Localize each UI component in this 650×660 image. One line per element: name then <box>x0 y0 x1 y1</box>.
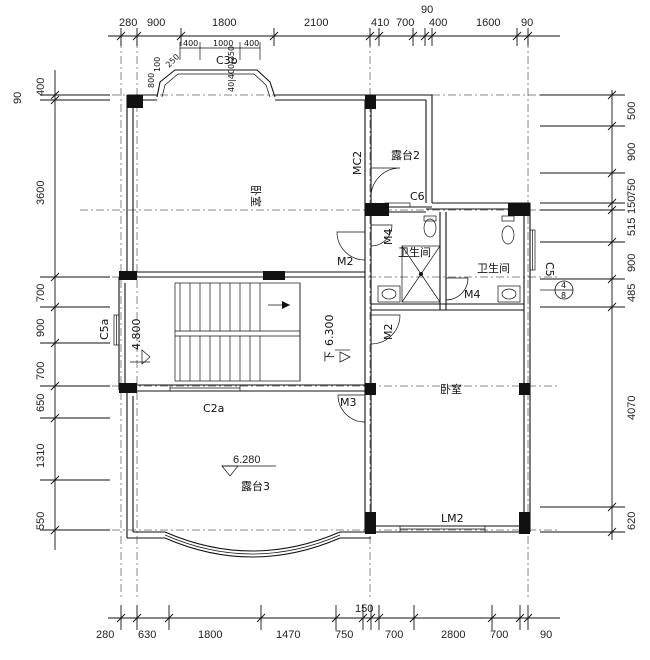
dim-bottom-1: 280 <box>96 629 114 641</box>
window-c6-label: C6 <box>410 190 425 203</box>
dim-right-5: 515 <box>626 218 638 236</box>
window-c5a-label: C5a <box>98 319 111 340</box>
dim-top-5: 410 <box>371 17 389 29</box>
dim-left-5: 900 <box>35 319 47 337</box>
axis-marker-bottom: 8 <box>561 291 566 300</box>
dim-top-6: 700 <box>396 17 414 29</box>
dim-left-9: 550 <box>35 512 47 530</box>
dim-left-2: 400 <box>35 78 47 96</box>
dim-bottom-3: 1800 <box>198 629 222 641</box>
columns <box>119 95 530 534</box>
balcony-3-label: 露台3 <box>241 479 270 493</box>
dim-bottom-extra: 150 <box>355 603 373 615</box>
dim-right-6: 900 <box>626 254 638 272</box>
dim-right-2: 900 <box>626 143 638 161</box>
windows <box>113 202 536 533</box>
door-m3-label: M3 <box>340 396 357 409</box>
dim-right-8: 4070 <box>626 396 638 420</box>
balcony-2-label: 露台2 <box>391 148 420 162</box>
dim-top-8: 1600 <box>476 17 500 29</box>
level-4800-label: 4.800 <box>130 319 143 351</box>
dim-top-1: 280 <box>119 17 137 29</box>
window-c5-label: C5 <box>543 262 556 277</box>
axis-marker-top: 4 <box>561 281 566 290</box>
dim-top-2: 900 <box>147 17 165 29</box>
dim-right-3: 750 <box>626 179 638 197</box>
stair-down-label: 下 <box>323 351 336 362</box>
bath-left-label: 卫生间 <box>398 245 431 259</box>
dim-right-4: 150 <box>626 196 638 214</box>
dim-bottom-7: 2800 <box>441 629 465 641</box>
dim-left-1: 90 <box>12 92 24 104</box>
bay-side-1: 800 <box>147 73 156 88</box>
dim-bottom-6: 700 <box>385 629 403 641</box>
dim-bottom-4: 1470 <box>276 629 300 641</box>
staircase <box>174 282 301 382</box>
labels: 卧室 露台2 MC2 C6 M4 卫生间 卫生间 M4 M2 M2 C5 C5a… <box>98 148 556 525</box>
window-lm2-label: LM2 <box>441 512 464 525</box>
bath-fixtures <box>377 215 521 303</box>
dim-left-3: 3600 <box>35 181 47 205</box>
axis-marker: 4 8 <box>540 280 574 300</box>
bay-dim-2: 1000 <box>213 39 233 48</box>
top-dimension-chain: 280 900 1800 2100 410 700 400 1600 90 90 <box>108 4 560 46</box>
dim-top-9: 90 <box>521 17 533 29</box>
level-6280-label: 6.280 <box>233 454 261 466</box>
dim-top-extra: 90 <box>421 4 433 16</box>
bay-dim-1: 400 <box>183 39 198 48</box>
door-mc2-label: MC2 <box>351 151 364 175</box>
bay-window-label: C3b <box>216 54 238 67</box>
dim-left-4: 700 <box>35 284 47 302</box>
right-dimension-chain: 500 900 750 150 515 900 485 4070 620 <box>540 90 638 540</box>
bath-right-label: 卫生间 <box>477 261 510 275</box>
dim-right-9: 620 <box>626 512 638 530</box>
dim-top-3: 1800 <box>212 17 236 29</box>
door-m2-top-label: M2 <box>337 255 354 268</box>
dim-bottom-8: 700 <box>490 629 508 641</box>
door-m2-mid-label: M2 <box>382 324 395 341</box>
dim-right-1: 500 <box>626 102 638 120</box>
bay-inner: 40|400|250 <box>227 46 236 92</box>
dim-left-8: 1310 <box>35 444 47 468</box>
bedroom-top-label: 卧室 <box>249 185 263 207</box>
doors <box>336 167 469 423</box>
bay-side-2: 100 <box>153 57 162 72</box>
bay-side-3: 250 <box>164 52 181 69</box>
left-dimension-chain: 90 400 3600 700 900 700 650 1310 550 <box>12 70 110 550</box>
dim-top-4: 2100 <box>304 17 328 29</box>
level-6300-label: 6.300 <box>323 315 336 347</box>
door-m4-left-label: M4 <box>382 229 395 246</box>
dim-right-7: 485 <box>626 284 638 302</box>
dim-bottom-5: 750 <box>335 629 353 641</box>
door-m4-right-label: M4 <box>464 288 481 301</box>
dim-left-7: 650 <box>35 394 47 412</box>
bay-dim-3: 400 <box>244 39 259 48</box>
level-symbols <box>130 349 351 477</box>
dim-bottom-9: 90 <box>540 629 552 641</box>
dim-bottom-2: 630 <box>138 629 156 641</box>
grid-axes <box>80 40 560 600</box>
bottom-dimension-chain: 280 630 1800 1470 750 700 2800 700 90 15… <box>96 603 560 641</box>
window-c2a-label: C2a <box>203 402 224 415</box>
dim-left-6: 700 <box>35 362 47 380</box>
dim-top-7: 400 <box>429 17 447 29</box>
bedroom-right-label: 卧室 <box>440 382 462 396</box>
bay-window: 400 1000 400 800 100 250 40|400|250 C3b <box>147 39 276 98</box>
